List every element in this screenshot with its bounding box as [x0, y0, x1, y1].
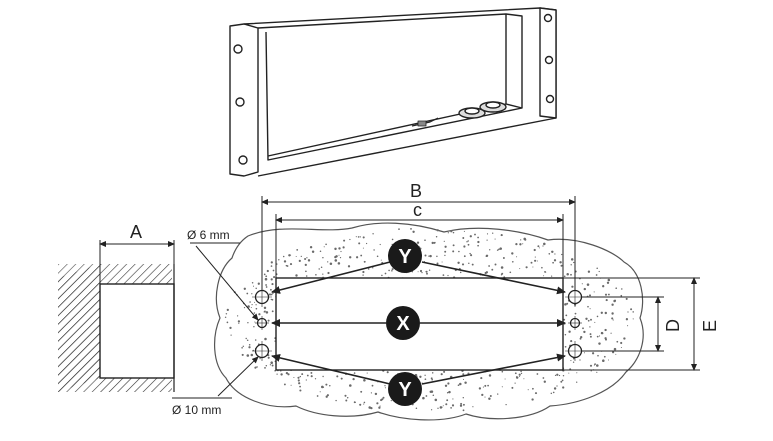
label-a: A: [130, 222, 142, 242]
dimension-d: [582, 296, 664, 352]
hole-callouts: [172, 242, 259, 399]
badge-y-bottom: Y: [388, 372, 422, 406]
cutout-area: [214, 222, 644, 421]
label-hole-6mm: Ø 6 mm: [187, 228, 230, 242]
dimension-e: [563, 277, 700, 371]
wall-section: [58, 264, 175, 392]
label-b: B: [410, 181, 422, 201]
label-hole-10mm: Ø 10 mm: [172, 403, 221, 417]
dimension-b: [261, 196, 576, 290]
badge-y-top: Y: [388, 239, 422, 273]
label-d: D: [663, 319, 683, 332]
ear-hole: [545, 94, 555, 104]
ear-hole: [235, 97, 245, 107]
ear-hole: [543, 13, 553, 23]
ear-hole: [544, 55, 554, 65]
wall-recess: [99, 283, 175, 379]
svg-text:X: X: [396, 313, 410, 335]
svg-text:Y: Y: [398, 379, 412, 401]
svg-text:Y: Y: [398, 246, 412, 268]
label-e: E: [700, 320, 720, 332]
inner-opening: [257, 13, 523, 161]
ear-hole: [238, 155, 248, 165]
dimension-a: [99, 240, 175, 284]
label-c: c: [413, 200, 422, 220]
ear-hole: [233, 44, 243, 54]
dimension-c: [275, 214, 564, 278]
badge-arrows: [271, 261, 566, 385]
rack-box-illustration: [229, 7, 557, 177]
badge-x-middle: X: [386, 306, 420, 340]
